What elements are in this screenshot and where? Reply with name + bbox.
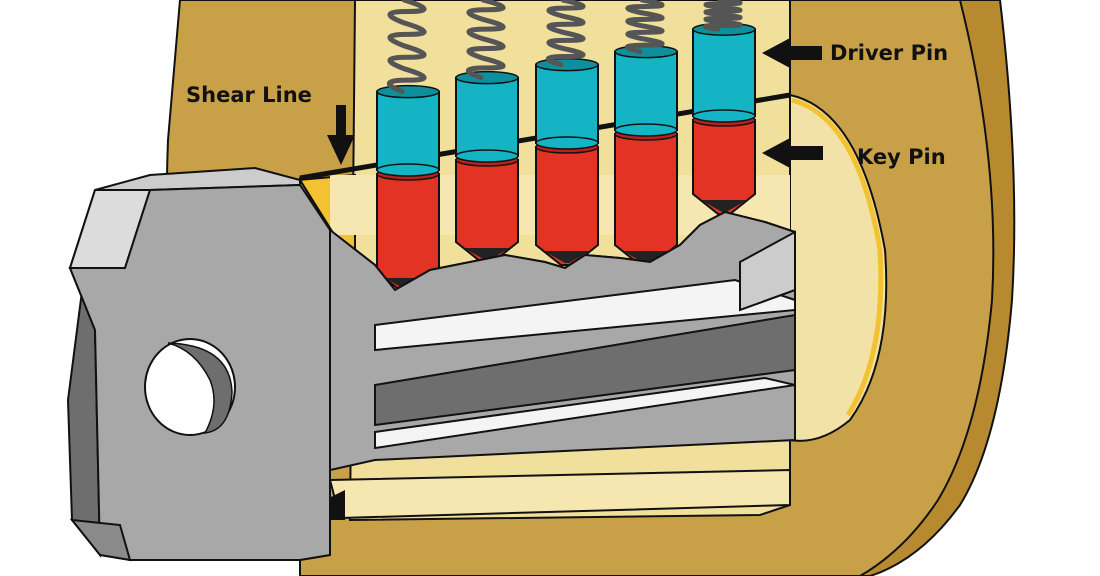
key-pin (535, 146, 599, 266)
spring (387, 0, 427, 95)
driver-pin (535, 63, 599, 144)
key (66, 166, 796, 562)
spring (625, 0, 665, 55)
driver-pin-top (535, 57, 599, 72)
arrow-left-icon (762, 38, 822, 68)
driver-pin-top (455, 70, 519, 85)
pin-stack-4 (614, 0, 678, 266)
driver-pin-bottom (614, 123, 678, 137)
driver-pin-bottom (455, 149, 519, 163)
key-pin-tip-shadow (623, 251, 669, 263)
driver-pin-bottom (376, 163, 440, 177)
key-pin-tip-shadow (464, 248, 510, 260)
spring (703, 0, 743, 32)
key-shoulder (739, 230, 796, 312)
key-pin-arrow (762, 138, 823, 168)
plug-face-brass-edge (791, 97, 884, 417)
driver-pin-top (376, 84, 440, 99)
spring (546, 0, 586, 68)
driver-pin-bottom (535, 136, 599, 150)
arrow-left-icon (762, 138, 823, 168)
arrow-down-icon (327, 105, 355, 165)
pin-stacks (376, 0, 756, 293)
driver-pin (376, 90, 440, 171)
shear-line-arrow (327, 105, 355, 165)
key-bow-lower-bevel (69, 518, 132, 562)
label-key-pin: Key Pin (857, 145, 946, 169)
key-pin (614, 133, 678, 266)
key-groove-top (374, 278, 796, 352)
key-pin-tip-shadow (544, 251, 590, 263)
pin-stack-5 (692, 0, 756, 215)
key-hole-shadow (167, 342, 233, 434)
key-pin (455, 159, 519, 263)
driver-pin (614, 50, 678, 131)
driver-pin (455, 76, 519, 157)
key-pin (692, 119, 756, 215)
spring (466, 0, 506, 81)
pin-stack-2 (455, 0, 519, 263)
key-pin-tip-shadow (701, 200, 747, 212)
driver-pin-bottom (692, 109, 756, 123)
label-shear-line: Shear Line (186, 83, 312, 107)
key-groove-bottom (374, 376, 796, 450)
driver-pin-arrow (762, 38, 822, 68)
label-driver-pin: Driver Pin (830, 41, 948, 65)
key-groove-mid (374, 313, 796, 427)
driver-pin (692, 28, 756, 118)
